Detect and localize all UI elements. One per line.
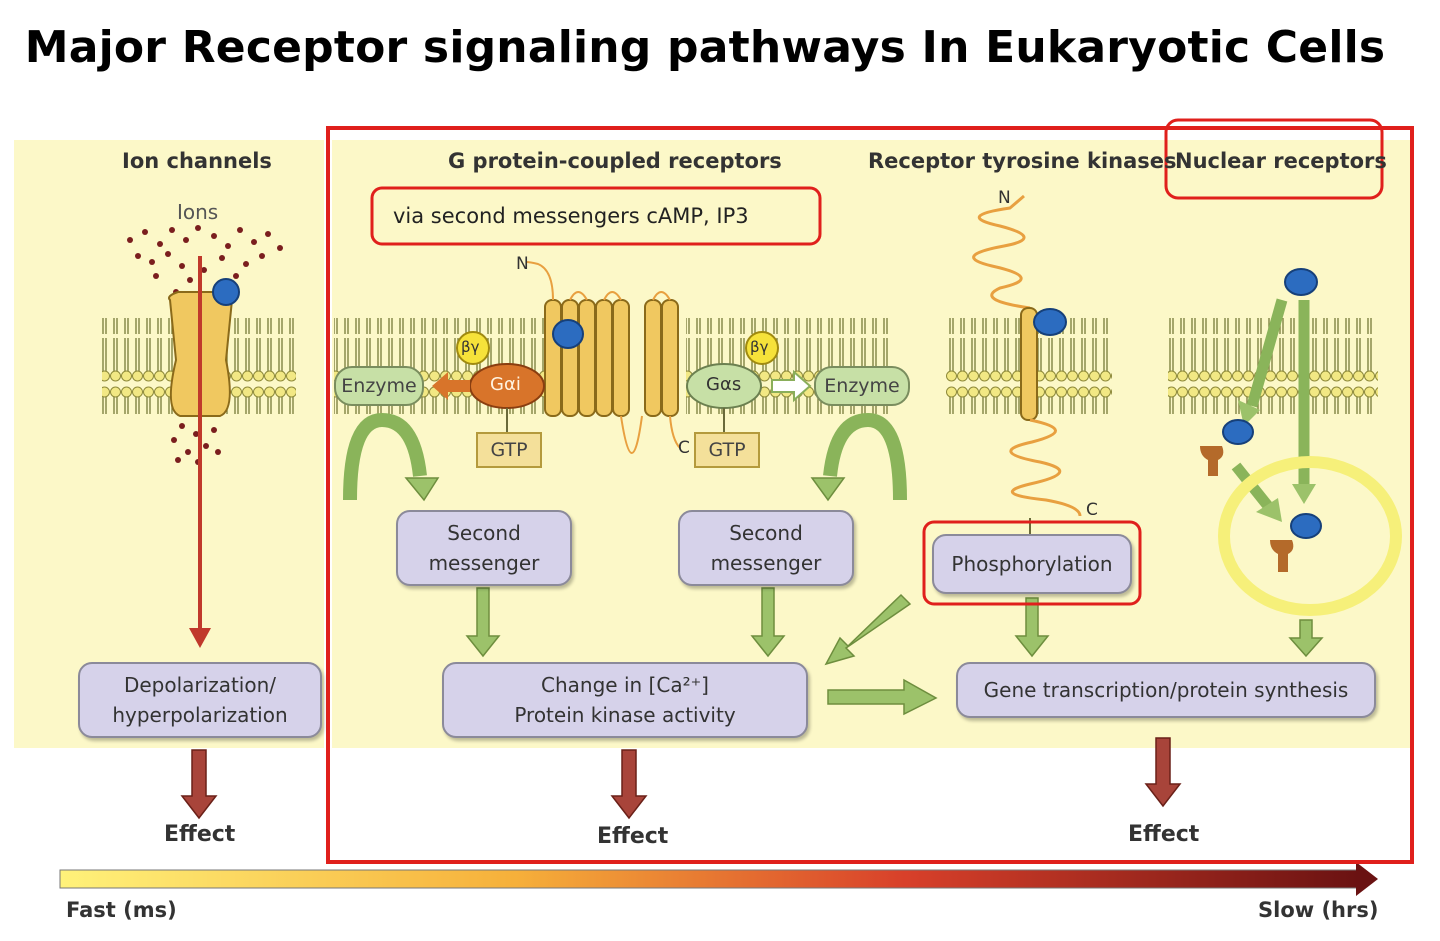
rtk-transmembrane <box>1020 307 1038 421</box>
phosphorylation-box: Phosphorylation <box>932 534 1132 594</box>
slide-title: Major Receptor signaling pathways In Euk… <box>24 22 1386 73</box>
calcium-kinase-box: Change in [Ca²⁺]Protein kinase activity <box>442 662 808 738</box>
highlight-second-messengers <box>370 186 822 246</box>
gpcr-ligand <box>552 319 584 349</box>
ion-particles-above <box>127 225 283 295</box>
gpcr-n-terminus: N <box>516 254 529 274</box>
beta-gamma-left <box>456 331 490 365</box>
enzyme-right: Enzyme <box>814 366 910 406</box>
enzyme-left: Enzyme <box>334 366 424 406</box>
effect-label-nuclear: Effect <box>1128 822 1200 847</box>
gene-transcription-box: Gene transcription/protein synthesis <box>956 662 1376 718</box>
curved-arrow-left <box>343 412 427 501</box>
timescale-slow-label: Slow (hrs) <box>1258 898 1379 922</box>
depolarization-box: Depolarization/hyperpolarization <box>78 662 322 738</box>
pathway-arrows <box>465 587 1324 716</box>
highlight-receptors <box>326 126 1414 864</box>
timescale-bar <box>59 869 1361 889</box>
ions-label: Ions <box>177 200 219 224</box>
g-alpha-i-label: Gαi <box>490 374 521 395</box>
rtk-c-terminus: C <box>1086 500 1098 520</box>
gpcr-receptor <box>544 299 679 417</box>
rtk-extracellular-domain <box>972 194 1031 310</box>
rtk-intracellular-domain <box>1009 418 1082 517</box>
activation-arrow <box>771 369 812 403</box>
effect-label-ion: Effect <box>164 822 236 847</box>
gpcr-c-terminus: C <box>678 438 690 458</box>
beta-gamma-left-label: βγ <box>461 338 480 356</box>
ion-channel-ligand <box>212 278 240 306</box>
gtp-right: GTP <box>694 432 760 468</box>
rtk-ligand <box>1033 308 1067 336</box>
gtp-left: GTP <box>476 432 542 468</box>
nuclear-receptor-complex <box>1270 540 1294 572</box>
label-nuclear-receptors: Nuclear receptors <box>1175 149 1387 173</box>
nuclear-hormone-ligand <box>1284 268 1318 296</box>
nucleus <box>1218 456 1402 616</box>
g-alpha-s-label: Gαs <box>706 374 742 395</box>
ion-channel-panel <box>14 140 324 748</box>
second-messenger-note: via second messengers cAMP, IP3 <box>393 204 749 228</box>
rtk-n-terminus: N <box>998 188 1011 208</box>
highlight-phosphorylation <box>922 520 1142 606</box>
highlight-nuclear <box>1164 118 1384 200</box>
label-ion-channels: Ion channels <box>122 149 272 173</box>
label-rtk: Receptor tyrosine kinases <box>868 149 1177 173</box>
timescale-fast-label: Fast (ms) <box>66 898 177 922</box>
beta-gamma-right <box>745 331 779 365</box>
cytoplasmic-receptor <box>1200 446 1224 476</box>
effect-label-gpcr: Effect <box>597 824 669 849</box>
effect-arrows <box>180 737 1182 820</box>
label-gpcr: G protein-coupled receptors <box>448 149 782 173</box>
beta-gamma-right-label: βγ <box>750 338 769 356</box>
curved-arrow-right <box>823 412 907 501</box>
inhibition-arrow <box>432 372 470 400</box>
